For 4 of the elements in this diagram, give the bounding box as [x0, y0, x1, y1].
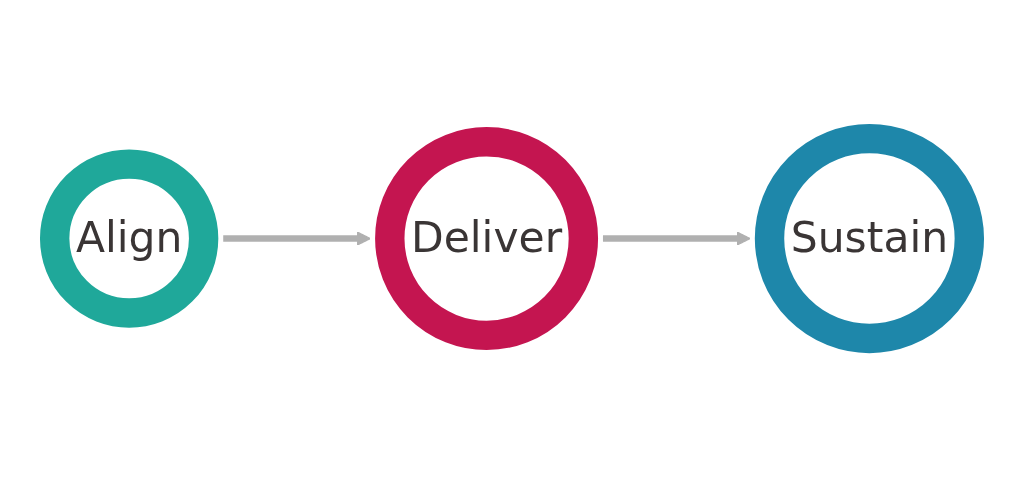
arrow	[602, 231, 751, 246]
node-circle: Align	[39, 149, 219, 328]
node-circle: Deliver	[375, 127, 599, 350]
node-circle: Sustain	[754, 123, 985, 354]
